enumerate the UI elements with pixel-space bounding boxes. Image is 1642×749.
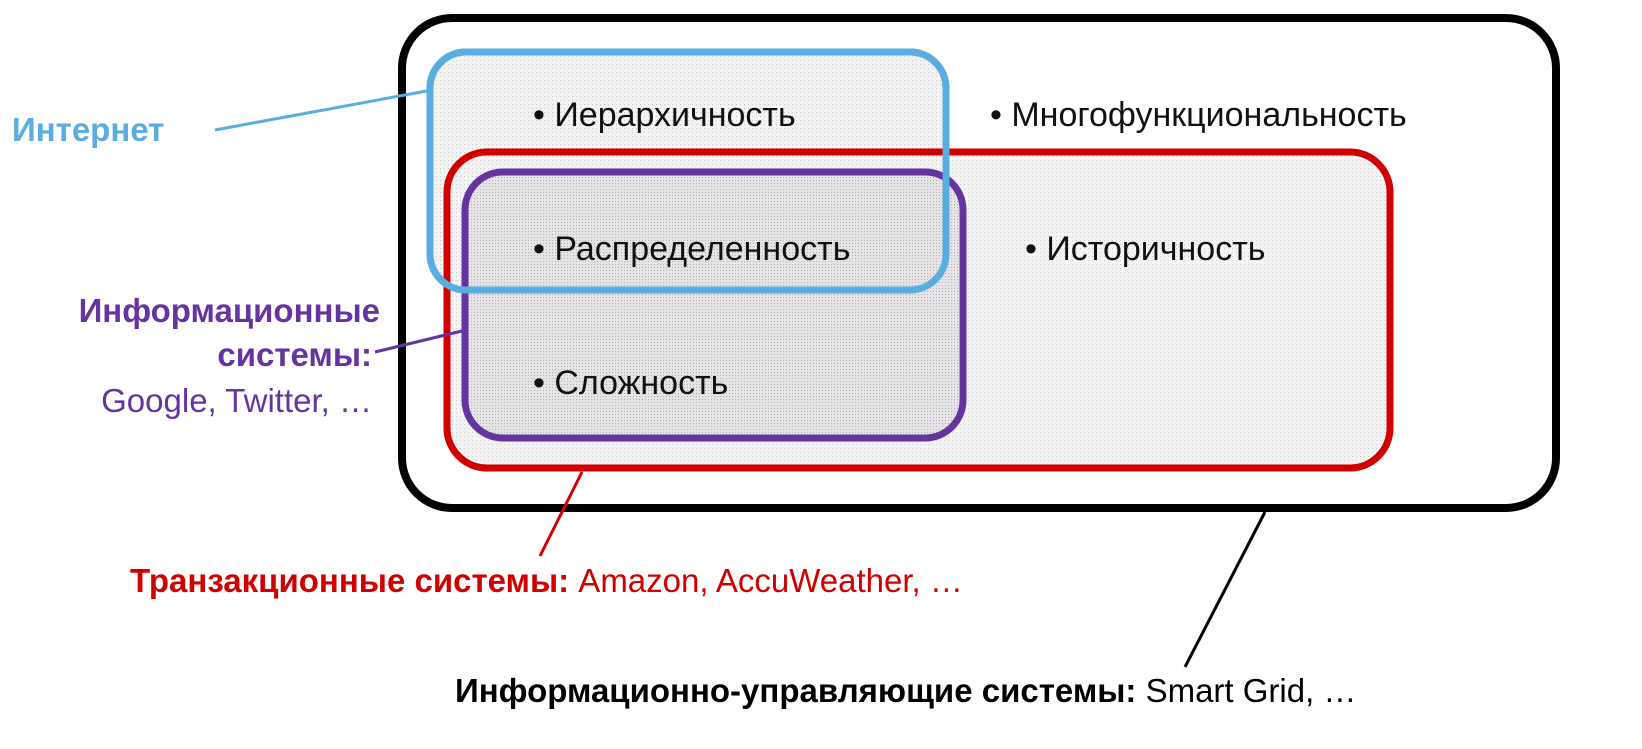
info-systems-label-line2: системы: [217, 336, 372, 373]
trans-leader-line [538, 471, 584, 557]
trans-systems-label: Транзакционные системы: Amazon, AccuWeat… [130, 562, 963, 599]
control-systems-label: Информационно-управляющие системы: Smart… [455, 672, 1356, 709]
property-distributed: • Распределенность [533, 230, 850, 268]
property-multifunctional: • Многофункциональность [990, 96, 1407, 134]
info-leader-line [374, 328, 467, 354]
trans-systems-title: Транзакционные системы: [130, 562, 569, 599]
internet-leader-line [214, 88, 433, 132]
control-systems-examples: Smart Grid, … [1136, 672, 1356, 709]
property-hierarchy: • Иерархичность [533, 96, 796, 134]
trans-systems-examples: Amazon, AccuWeather, … [569, 562, 963, 599]
property-complexity: • Сложность [533, 364, 728, 402]
info-systems-label-line1: Информационные [79, 292, 380, 329]
information-systems-box [461, 168, 967, 442]
info-systems-examples: Google, Twitter, … [101, 382, 372, 419]
internet-label: Интернет [12, 111, 164, 148]
property-historical: • Историчность [1025, 230, 1265, 268]
internet-box-outline [426, 48, 950, 294]
control-systems-title: Информационно-управляющие системы: [455, 672, 1136, 709]
control-leader-line [1183, 511, 1267, 668]
